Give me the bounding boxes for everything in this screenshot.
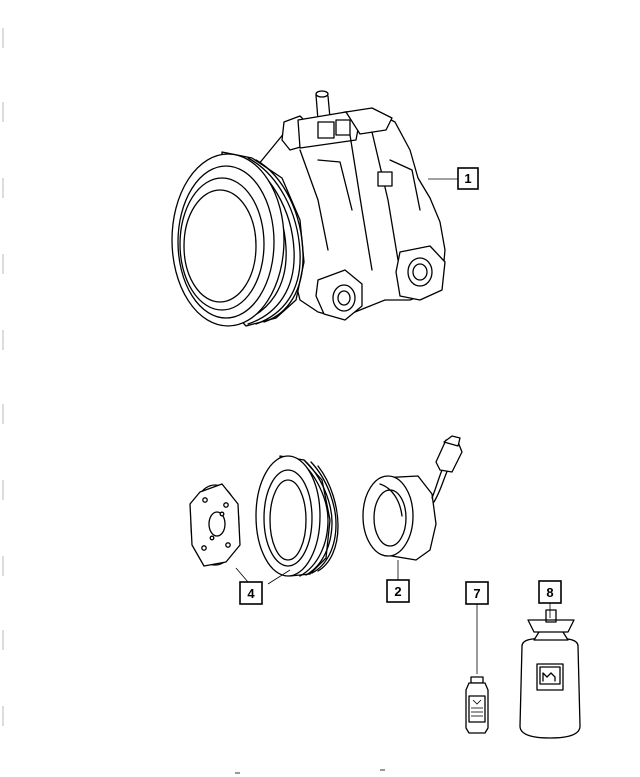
refrigerant-can-drawing — [519, 609, 581, 739]
callout-2-label: 2 — [394, 584, 401, 599]
leader-pulley — [267, 569, 291, 585]
clutch-pulley-drawing — [255, 455, 339, 577]
callout-1[interactable]: 1 — [457, 167, 479, 190]
callout-1-label: 1 — [464, 171, 471, 186]
callout-4[interactable]: 4 — [239, 581, 263, 605]
callout-4-label: 4 — [247, 586, 255, 601]
clutch-plate-drawing — [189, 483, 241, 567]
callout-7[interactable]: 7 — [465, 581, 489, 605]
oil-bottle-drawing — [465, 676, 489, 734]
compressor-drawing — [171, 90, 458, 327]
callout-8-label: 8 — [546, 585, 553, 600]
leader-plate — [235, 567, 249, 583]
callout-7-label: 7 — [473, 586, 480, 601]
callout-2[interactable]: 2 — [386, 579, 410, 603]
clutch-coil-drawing — [362, 435, 463, 561]
callout-8[interactable]: 8 — [538, 580, 562, 604]
